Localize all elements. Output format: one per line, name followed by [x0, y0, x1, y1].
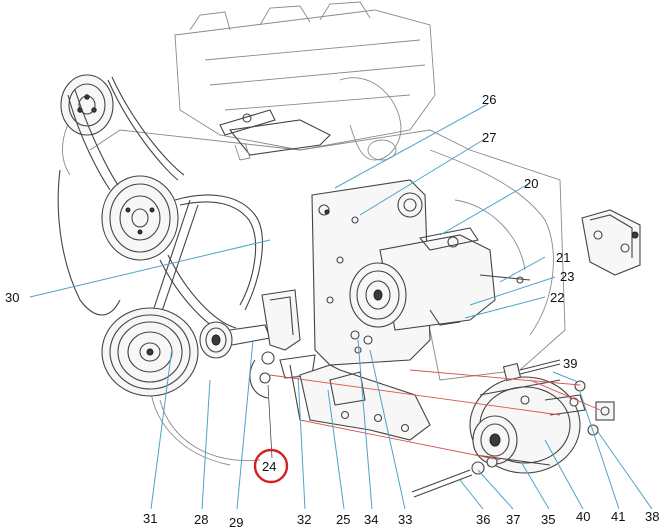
leader-28	[201, 379, 211, 510]
leader-27	[359, 136, 489, 216]
leader-39	[552, 371, 579, 383]
callout-21: 21	[556, 250, 570, 265]
leader-21	[499, 256, 546, 283]
callout-20: 20	[524, 176, 538, 191]
callout-29: 29	[229, 515, 243, 530]
callout-28: 28	[194, 512, 208, 527]
callout-32: 32	[297, 512, 311, 527]
leader-37	[477, 469, 514, 510]
callout-36: 36	[476, 512, 490, 527]
leader-29	[236, 339, 254, 510]
leader-35	[519, 459, 550, 510]
drive-belts-drawing	[67, 76, 263, 336]
callout-38: 38	[645, 509, 659, 524]
leader-38	[597, 431, 653, 510]
callout-26: 26	[482, 92, 496, 107]
leader-36	[459, 479, 484, 510]
callout-25: 25	[336, 512, 350, 527]
callout-22: 22	[550, 290, 564, 305]
callout-35: 35	[541, 512, 555, 527]
callout-30: 30	[5, 290, 19, 305]
callout-27: 27	[482, 130, 496, 145]
hardware-drawing	[411, 209, 641, 498]
callout-labels: 26 27 20 21 23 22 30 39 24 31 28 29 32 2…	[5, 92, 659, 530]
callout-40: 40	[576, 509, 590, 524]
callout-34: 34	[364, 512, 378, 527]
leader-32	[297, 374, 306, 510]
leader-24	[267, 384, 273, 459]
middle-pulley-drawing	[101, 175, 179, 261]
alternator-drawing	[469, 376, 586, 474]
leader-34	[357, 339, 373, 510]
callout-39: 39	[563, 356, 577, 371]
callout-37: 37	[506, 512, 520, 527]
leader-33	[369, 349, 406, 510]
tensioner-bracket-drawing	[249, 289, 316, 421]
leader-30	[29, 239, 271, 298]
leader-lines	[29, 103, 653, 510]
ac-compressor-drawing	[349, 227, 531, 331]
callout-23: 23	[560, 269, 574, 284]
leader-25	[327, 389, 345, 510]
leader-22	[464, 296, 546, 319]
leader-26	[334, 103, 489, 189]
leader-40	[544, 439, 584, 510]
leader-41	[579, 391, 620, 510]
callout-33: 33	[398, 512, 412, 527]
leader-20	[439, 182, 531, 236]
crank-pulley-drawing	[101, 307, 199, 397]
callout-24: 24	[262, 459, 276, 474]
water-pump-pulley-drawing	[60, 74, 114, 136]
highlight-ring	[253, 448, 289, 484]
callout-41: 41	[611, 509, 625, 524]
leader-23	[469, 276, 556, 306]
callout-31: 31	[143, 511, 157, 526]
leader-31	[150, 347, 173, 510]
